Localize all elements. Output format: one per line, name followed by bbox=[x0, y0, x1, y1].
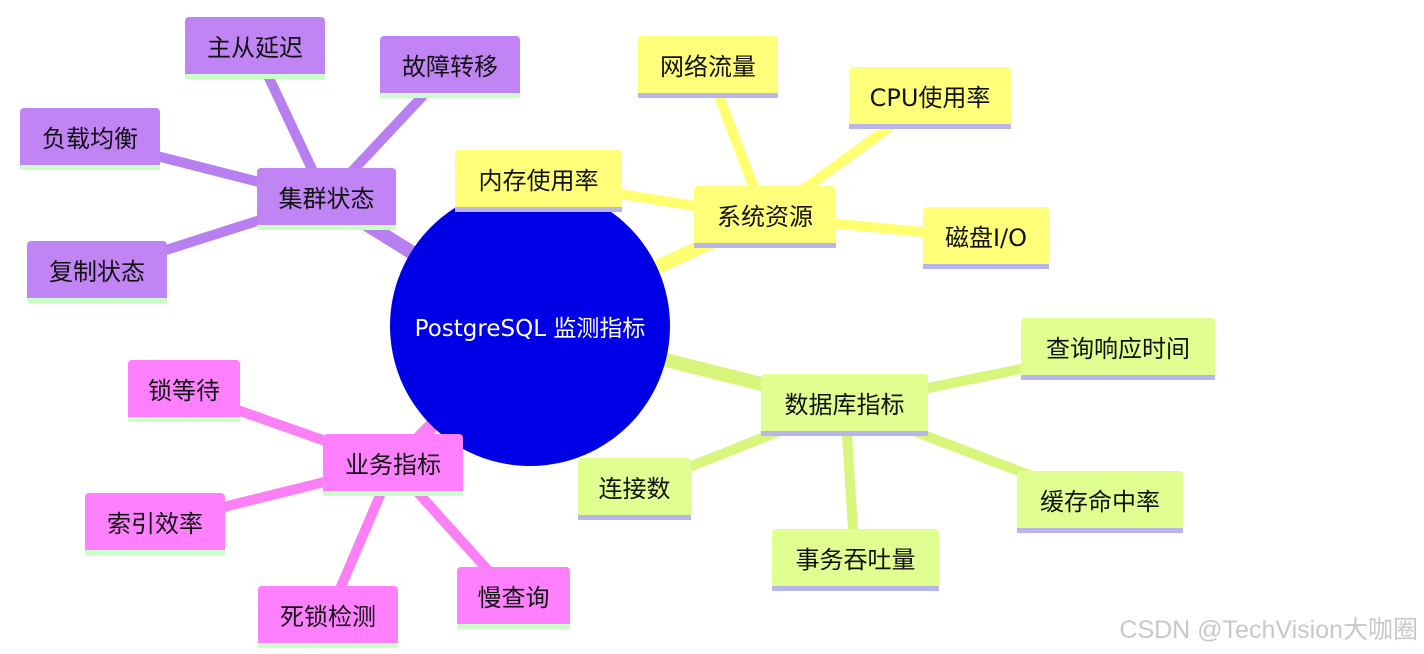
branch-business-metrics[interactable]: 业务指标 bbox=[323, 434, 463, 496]
root-node[interactable]: PostgreSQL 监测指标 bbox=[390, 186, 670, 466]
leaf-replication-status[interactable]: 复制状态 bbox=[27, 241, 167, 303]
leaf-lock-wait[interactable]: 锁等待 bbox=[128, 360, 240, 422]
leaf-label: 故障转移 bbox=[402, 53, 498, 81]
leaf-label: 死锁检测 bbox=[280, 603, 376, 631]
watermark: CSDN @TechVision大咖圈 bbox=[1119, 616, 1418, 644]
leaf-cpu-usage[interactable]: CPU使用率 bbox=[849, 67, 1011, 129]
leaf-connection-count[interactable]: 连接数 bbox=[578, 458, 691, 520]
branch-system-resources[interactable]: 系统资源 bbox=[694, 186, 836, 248]
leaf-replication-lag[interactable]: 主从延迟 bbox=[185, 17, 325, 79]
leaf-label: 内存使用率 bbox=[478, 167, 599, 195]
leaf-label: 缓存命中率 bbox=[1040, 488, 1160, 516]
leaf-label: 查询响应时间 bbox=[1046, 335, 1190, 363]
branch-database-metrics[interactable]: 数据库指标 bbox=[761, 374, 928, 436]
leaf-label: 连接数 bbox=[598, 475, 671, 503]
branch-label: 集群状态 bbox=[278, 185, 375, 213]
branch-label: 数据库指标 bbox=[784, 391, 905, 419]
leaf-label: 负载均衡 bbox=[42, 125, 138, 153]
leaf-label: 复制状态 bbox=[49, 258, 145, 286]
leaf-label: 锁等待 bbox=[148, 377, 220, 405]
leaf-transaction-throughput[interactable]: 事务吞吐量 bbox=[772, 529, 939, 591]
leaf-label: CPU使用率 bbox=[869, 84, 991, 112]
leaf-index-efficiency[interactable]: 索引效率 bbox=[85, 493, 225, 555]
leaf-slow-query[interactable]: 慢查询 bbox=[457, 567, 570, 629]
leaf-label: 主从延迟 bbox=[207, 34, 303, 62]
leaf-query-response-time[interactable]: 查询响应时间 bbox=[1021, 318, 1215, 380]
branch-cluster-status[interactable]: 集群状态 bbox=[257, 168, 396, 230]
leaf-label: 网络流量 bbox=[660, 53, 756, 81]
leaf-failover[interactable]: 故障转移 bbox=[380, 36, 520, 98]
root-label: PostgreSQL 监测指标 bbox=[414, 316, 646, 342]
leaf-memory-usage[interactable]: 内存使用率 bbox=[455, 150, 622, 212]
leaf-label: 索引效率 bbox=[107, 510, 203, 538]
leaf-label: 磁盘I/O bbox=[944, 224, 1028, 252]
leaf-load-balancing[interactable]: 负载均衡 bbox=[20, 108, 160, 170]
leaf-label: 事务吞吐量 bbox=[795, 546, 916, 574]
leaf-disk-io[interactable]: 磁盘I/O bbox=[923, 207, 1049, 269]
leaf-label: 慢查询 bbox=[477, 584, 550, 612]
leaf-deadlock-detection[interactable]: 死锁检测 bbox=[258, 586, 398, 648]
leaf-cache-hit-rate[interactable]: 缓存命中率 bbox=[1017, 471, 1183, 533]
leaf-network-traffic[interactable]: 网络流量 bbox=[638, 36, 778, 98]
branch-label: 系统资源 bbox=[717, 203, 813, 231]
branch-label: 业务指标 bbox=[345, 451, 441, 479]
